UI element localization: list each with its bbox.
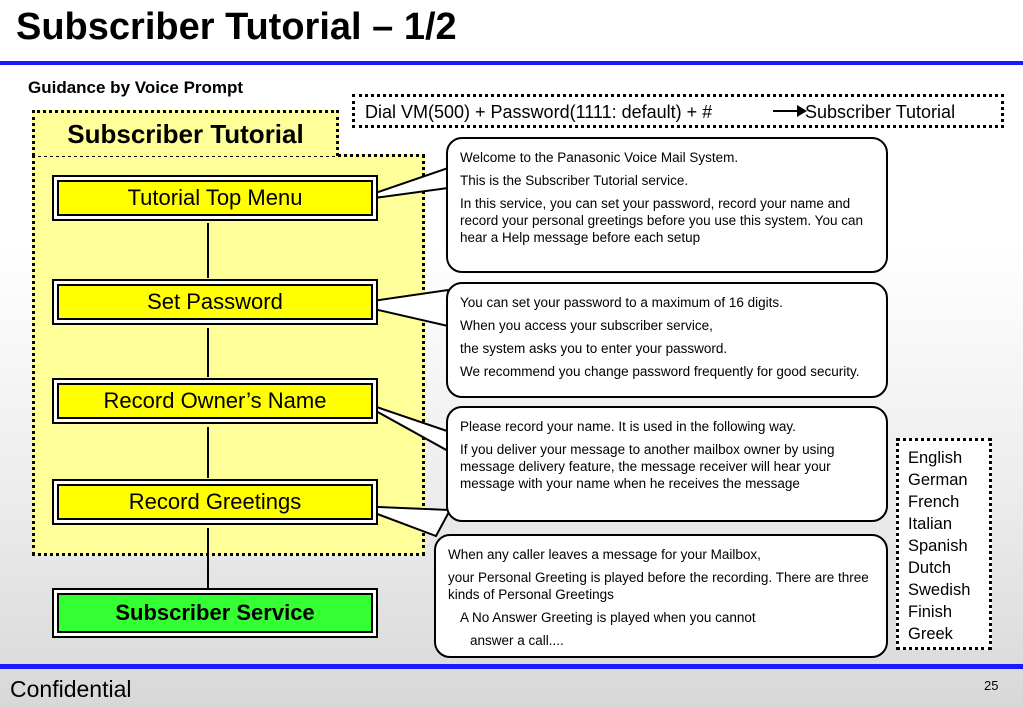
menu-set-password[interactable]: Set Password	[52, 279, 378, 325]
menu-record-greetings-label: Record Greetings	[57, 484, 373, 520]
language-item: German	[908, 471, 968, 489]
callout-record-greetings: When any caller leaves a message for you…	[434, 534, 888, 658]
footer-confidential: Confidential	[10, 676, 132, 702]
dial-target-text: Subscriber Tutorial	[805, 102, 956, 122]
tutorial-tab-label: Subscriber Tutorial	[67, 119, 304, 149]
callout-line: When you access your subscriber service,	[460, 318, 713, 333]
callout-line: A No Answer Greeting is played when you …	[460, 610, 756, 625]
language-list: English German French Italian Spanish Du…	[896, 438, 992, 650]
callout-line: Please record your name. It is used in t…	[460, 419, 796, 434]
language-item: French	[908, 493, 960, 511]
menu-tutorial-top-label: Tutorial Top Menu	[57, 180, 373, 216]
language-item: Swedish	[908, 581, 971, 599]
dial-instruction-box: Dial VM(500) + Password(1111: default) +…	[352, 94, 1004, 128]
callout-line: You can set your password to a maximum o…	[460, 295, 783, 310]
callout-line: the system asks you to enter your passwo…	[460, 341, 728, 356]
callout-line: Welcome to the Panasonic Voice Mail Syst…	[460, 150, 739, 165]
footer-divider	[0, 664, 1023, 669]
page-number: 25	[984, 678, 999, 693]
section-subtitle: Guidance by Voice Prompt	[28, 78, 244, 97]
subscriber-service-box[interactable]: Subscriber Service	[52, 588, 378, 638]
callout-line: your Personal Greeting is played before …	[448, 570, 869, 602]
callout-line: In this service, you can set your passwo…	[460, 196, 863, 245]
language-item: Dutch	[908, 559, 952, 577]
language-item: Spanish	[908, 537, 968, 555]
language-item: Italian	[908, 515, 953, 533]
callout-line: If you deliver your message to another m…	[460, 442, 835, 491]
callout-line: When any caller leaves a message for you…	[448, 547, 761, 562]
language-item: English	[908, 449, 963, 467]
menu-set-password-label: Set Password	[57, 284, 373, 320]
language-item: Greek	[908, 625, 953, 643]
callout-set-password: You can set your password to a maximum o…	[446, 282, 888, 398]
menu-record-greetings[interactable]: Record Greetings	[52, 479, 378, 525]
subscriber-service-label: Subscriber Service	[57, 593, 373, 633]
dial-instruction-text: Dial VM(500) + Password(1111: default) +…	[365, 102, 713, 122]
title-divider	[0, 61, 1023, 65]
language-item: Finish	[908, 603, 953, 621]
callout-line: This is the Subscriber Tutorial service.	[460, 173, 689, 188]
callout-record-owners-name: Please record your name. It is used in t…	[446, 406, 888, 522]
menu-record-owners-name-label: Record Owner’s Name	[57, 383, 373, 419]
tutorial-tab: Subscriber Tutorial	[32, 110, 339, 156]
callout-tutorial-top-menu: Welcome to the Panasonic Voice Mail Syst…	[446, 137, 888, 273]
page-title: Subscriber Tutorial – 1/2	[16, 6, 457, 48]
callout-line: We recommend you change password frequen…	[460, 364, 860, 379]
menu-record-owners-name[interactable]: Record Owner’s Name	[52, 378, 378, 424]
callout-line: answer a call....	[470, 633, 564, 648]
menu-tutorial-top[interactable]: Tutorial Top Menu	[52, 175, 378, 221]
arrow-right-icon	[773, 105, 807, 117]
